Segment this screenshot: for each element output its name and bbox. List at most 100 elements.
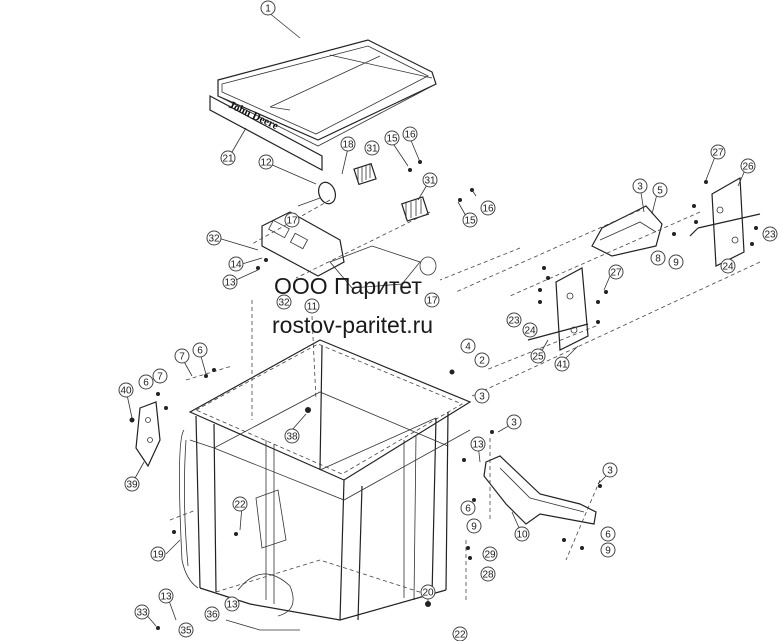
svg-text:16: 16 <box>404 130 416 141</box>
svg-text:24: 24 <box>524 326 536 337</box>
callout-29: 29 <box>482 546 498 562</box>
callout-14: 14 <box>228 256 244 272</box>
svg-text:22: 22 <box>234 500 246 511</box>
svg-text:20: 20 <box>422 588 434 599</box>
svg-text:32: 32 <box>208 234 220 245</box>
svg-text:1: 1 <box>265 4 271 15</box>
callout-17b: 17 <box>424 292 440 308</box>
svg-text:4: 4 <box>465 342 471 353</box>
svg-text:6: 6 <box>465 504 471 515</box>
svg-text:17: 17 <box>426 296 438 307</box>
callout-21: 21 <box>220 150 236 166</box>
callout-38: 38 <box>284 428 300 444</box>
svg-text:14: 14 <box>230 260 242 271</box>
callout-4: 4 <box>460 338 476 354</box>
watermark-url: rostov-paritet.ru <box>272 312 433 338</box>
svg-text:12: 12 <box>260 158 272 169</box>
callout-16b: 16 <box>480 200 496 216</box>
callout-23b: 23 <box>506 312 522 328</box>
callout-36: 36 <box>204 606 220 622</box>
svg-text:36: 36 <box>206 610 218 621</box>
callout-leaders <box>125 11 747 627</box>
callout-16: 16 <box>402 126 418 142</box>
callout-26: 26 <box>740 158 756 174</box>
svg-text:3: 3 <box>607 466 613 477</box>
callout-27: 27 <box>710 144 726 160</box>
callout-27b: 27 <box>608 264 624 280</box>
lower-bracket <box>483 455 597 525</box>
svg-text:16: 16 <box>482 204 494 215</box>
watermark: ООО Паритет rostov-paritet.ru <box>272 273 433 338</box>
callout-3c: 3 <box>506 414 522 430</box>
callout-6d: 6 <box>600 526 616 542</box>
svg-text:31: 31 <box>366 144 378 155</box>
svg-text:38: 38 <box>286 432 298 443</box>
grille-upper <box>353 162 377 186</box>
callout-32b: 32 <box>276 294 292 310</box>
svg-text:2: 2 <box>479 356 485 367</box>
callout-23: 23 <box>762 226 778 242</box>
left-hinge-plate <box>135 401 161 468</box>
assembly-lines <box>169 199 761 600</box>
callout-40: 40 <box>118 382 134 398</box>
svg-text:17: 17 <box>286 216 298 227</box>
callout-24: 24 <box>720 258 736 274</box>
grille-lower <box>401 196 429 222</box>
callout-13c: 13 <box>158 588 174 604</box>
fasteners <box>129 160 758 630</box>
svg-text:13: 13 <box>224 278 236 289</box>
callout-3d: 3 <box>602 462 618 478</box>
svg-text:13: 13 <box>472 440 484 451</box>
callout-33: 33 <box>134 604 150 620</box>
callout-17: 17 <box>284 212 300 228</box>
callout-13b: 13 <box>470 436 486 452</box>
svg-text:9: 9 <box>471 522 477 533</box>
svg-text:40: 40 <box>120 386 132 397</box>
svg-text:41: 41 <box>556 360 568 371</box>
svg-text:22: 22 <box>454 630 466 641</box>
callout-7: 7 <box>174 348 190 364</box>
svg-text:33: 33 <box>136 608 148 619</box>
side-bracket <box>591 205 663 257</box>
svg-text:3: 3 <box>511 418 517 429</box>
callout-9: 9 <box>668 254 684 270</box>
middle-plate <box>527 267 589 351</box>
svg-text:19: 19 <box>152 550 164 561</box>
svg-text:28: 28 <box>482 570 494 581</box>
svg-text:15: 15 <box>386 134 398 145</box>
callout-22: 22 <box>232 496 248 512</box>
svg-text:35: 35 <box>180 626 192 637</box>
callout-1: 1 <box>260 0 276 16</box>
svg-text:7: 7 <box>157 372 163 383</box>
svg-text:6: 6 <box>143 378 149 389</box>
callout-10: 10 <box>514 526 530 542</box>
svg-text:6: 6 <box>605 530 611 541</box>
svg-text:5: 5 <box>657 186 663 197</box>
svg-text:9: 9 <box>673 258 679 269</box>
mirror-arm-bracket <box>689 176 761 267</box>
callout-28: 28 <box>480 566 496 582</box>
callout-39: 39 <box>124 476 140 492</box>
callout-7b: 7 <box>152 368 168 384</box>
callout-2: 2 <box>474 352 490 368</box>
callout-41: 41 <box>554 356 570 372</box>
callout-13: 13 <box>222 274 238 290</box>
svg-text:3: 3 <box>637 182 643 193</box>
callout-25: 25 <box>530 348 546 364</box>
callout-31b: 31 <box>422 172 438 188</box>
callout-13d: 13 <box>224 596 240 612</box>
callout-32: 32 <box>206 230 222 246</box>
svg-text:9: 9 <box>605 546 611 557</box>
svg-text:25: 25 <box>532 352 544 363</box>
watermark-company: ООО Паритет <box>274 273 422 299</box>
callouts: 1 21 12 17 18 31 15 16 31 15 16 32 14 13… <box>118 0 778 641</box>
svg-text:13: 13 <box>160 592 172 603</box>
callout-22b: 22 <box>452 626 468 641</box>
svg-text:23: 23 <box>508 316 520 327</box>
callout-11: 11 <box>304 298 320 314</box>
callout-35: 35 <box>178 622 194 638</box>
svg-text:31: 31 <box>424 176 436 187</box>
callout-20: 20 <box>420 584 436 600</box>
svg-text:18: 18 <box>342 140 354 151</box>
